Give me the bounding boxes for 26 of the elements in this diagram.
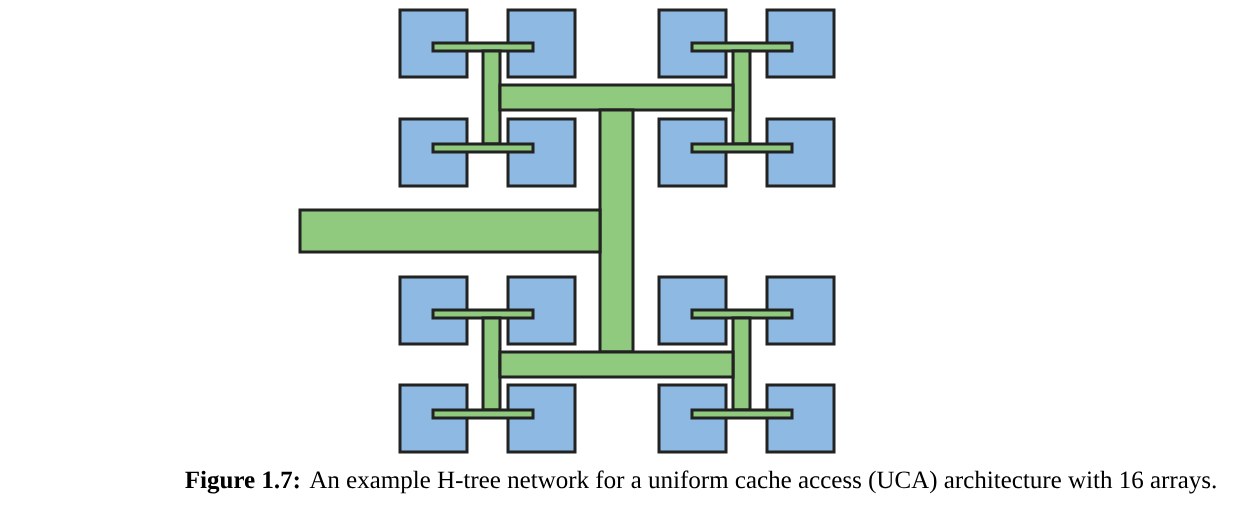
wire-bar [431,308,535,320]
array-box [398,8,469,79]
wire-bar [431,142,535,154]
array-box [398,383,469,454]
array-box [506,117,577,188]
array-box [657,275,728,346]
wire-bar [690,308,794,320]
array-box [765,275,836,346]
figure-caption: Figure 1.7: An example H-tree network for a uniform cache access (UCA) architecture with 16 arrays. [185,470,1216,494]
array-box [657,383,728,454]
array-box [657,8,728,79]
wire-bar [298,208,602,254]
wire-bar [431,41,535,53]
array-box [398,275,469,346]
array-box [765,383,836,454]
array-box [765,117,836,188]
array-box [506,275,577,346]
array-box [506,8,577,79]
wire-bar [690,408,794,420]
wire-bar [431,408,535,420]
array-box [506,383,577,454]
wire-bar [690,41,794,53]
array-box [657,117,728,188]
array-box [398,117,469,188]
wire-bar [690,142,794,154]
array-box [765,8,836,79]
